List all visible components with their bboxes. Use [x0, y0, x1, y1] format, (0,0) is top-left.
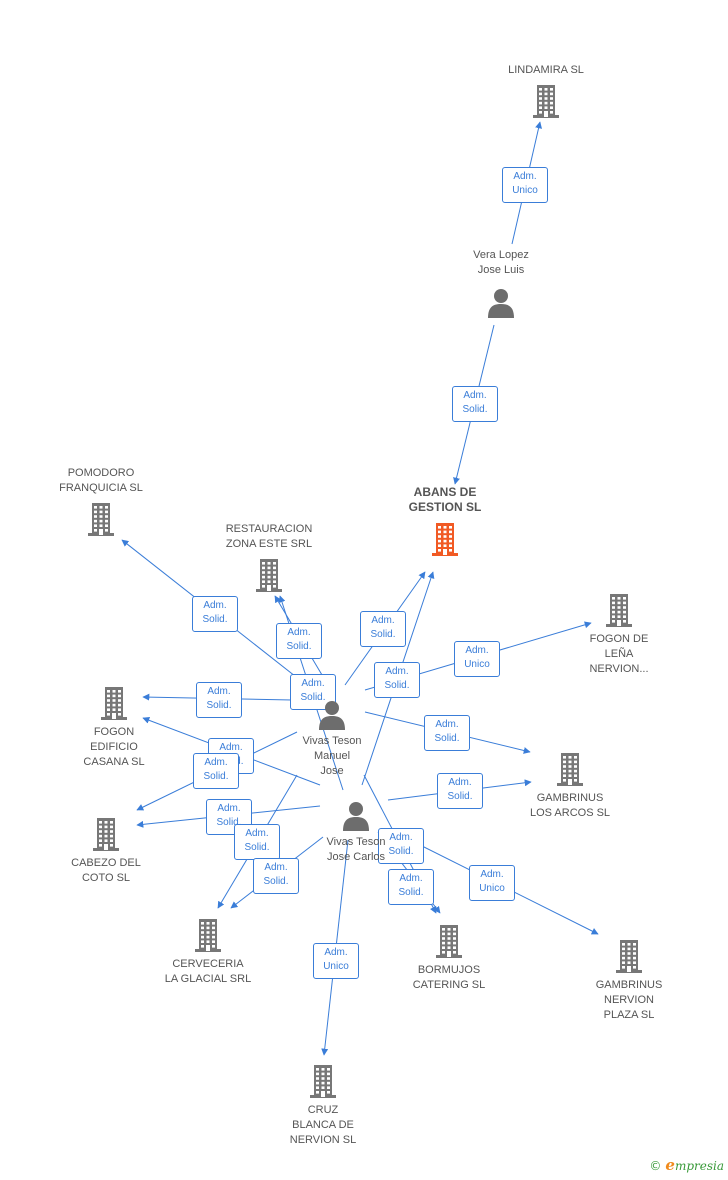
edge-label-carlos-abans[interactable]: Adm. Solid.	[374, 662, 420, 698]
building-icon[interactable]	[428, 521, 462, 557]
node-label-restauracion[interactable]: RESTAURACION ZONA ESTE SRL	[225, 523, 313, 550]
building-icon[interactable]	[89, 816, 123, 852]
edge-label-carlos-gambrinus_plaza[interactable]: Adm. Unico	[469, 865, 515, 901]
edge-label-manuel-cerveceria[interactable]: Adm. Solid.	[234, 824, 280, 860]
brand-name: mpresia	[674, 1159, 724, 1173]
node-label-bormujos[interactable]: BORMUJOS CATERING SL	[412, 964, 486, 991]
node-label-fogon_casana[interactable]: FOGON EDIFICIO CASANA SL	[83, 726, 145, 768]
person-icon[interactable]	[484, 285, 518, 321]
node-label-lindamira[interactable]: LINDAMIRA SL	[508, 64, 584, 76]
node-label-abans[interactable]: ABANS DE GESTION SL	[408, 485, 482, 514]
edge-label-vera-abans[interactable]: Adm. Solid.	[452, 386, 498, 422]
person-icon[interactable]	[315, 697, 349, 733]
building-icon[interactable]	[306, 1063, 340, 1099]
edge-label-manuel-abans[interactable]: Adm. Solid.	[360, 611, 406, 647]
node-label-vera[interactable]: Vera Lopez Jose Luis	[473, 249, 529, 276]
edge-label-vera-lindamira[interactable]: Adm. Unico	[502, 167, 548, 203]
node-label-carlos[interactable]: Vivas Teson Jose Carlos	[326, 836, 386, 863]
node-label-cerveceria[interactable]: CERVECERIA LA GLACIAL SRL	[164, 958, 252, 985]
building-icon[interactable]	[84, 501, 118, 537]
edge-label-manuel-bormujos[interactable]: Adm. Solid.	[378, 828, 424, 864]
node-label-fogon_lena[interactable]: FOGON DE LEÑA NERVION...	[589, 633, 649, 675]
copyright-symbol: ©	[649, 1159, 662, 1173]
building-icon[interactable]	[252, 557, 286, 593]
building-icon[interactable]	[553, 751, 587, 787]
edge-label-carlos-cabezo[interactable]: Adm. Solid.	[206, 799, 252, 835]
building-icon[interactable]	[97, 685, 131, 721]
building-icon[interactable]	[612, 938, 646, 974]
node-label-cabezo[interactable]: CABEZO DEL COTO SL	[71, 857, 141, 884]
building-icon[interactable]	[529, 83, 563, 119]
node-label-gambrinus_arcos[interactable]: GAMBRINUS LOS ARCOS SL	[529, 792, 611, 819]
node-label-pomodoro[interactable]: POMODORO FRANQUICIA SL	[59, 467, 143, 494]
node-label-gambrinus_plaza[interactable]: GAMBRINUS NERVION PLAZA SL	[595, 979, 663, 1021]
brand-initial: e	[665, 1156, 675, 1174]
person-icon[interactable]	[339, 798, 373, 834]
building-icon[interactable]	[432, 923, 466, 959]
edge-label-manuel-gambrinus_arcos[interactable]: Adm. Solid.	[424, 715, 470, 751]
edge-label-carlos-bormujos[interactable]: Adm. Solid.	[388, 869, 434, 905]
building-icon[interactable]	[191, 917, 225, 953]
edge-label-manuel-fogon_lena[interactable]: Adm. Unico	[454, 641, 500, 677]
node-label-cruz[interactable]: CRUZ BLANCA DE NERVION SL	[289, 1104, 357, 1146]
empresia-logo[interactable]: ©empresia	[649, 1156, 724, 1174]
node-label-manuel[interactable]: Vivas Teson Manuel Jose	[302, 735, 362, 777]
edge-label-manuel-fogon_casana[interactable]: Adm. Solid.	[196, 682, 242, 718]
edge-label-carlos-cerveceria[interactable]: Adm. Solid.	[253, 858, 299, 894]
edge-label-manuel-pomodoro[interactable]: Adm. Solid.	[192, 596, 238, 632]
edge-label-manuel-cabezo[interactable]: Adm. Solid.	[193, 753, 239, 789]
edge-label-carlos-cruz[interactable]: Adm. Unico	[313, 943, 359, 979]
edge-label-manuel-restauracion[interactable]: Adm. Solid.	[276, 623, 322, 659]
building-icon[interactable]	[602, 592, 636, 628]
edge-label-carlos-gambrinus_arcos[interactable]: Adm. Solid.	[437, 773, 483, 809]
